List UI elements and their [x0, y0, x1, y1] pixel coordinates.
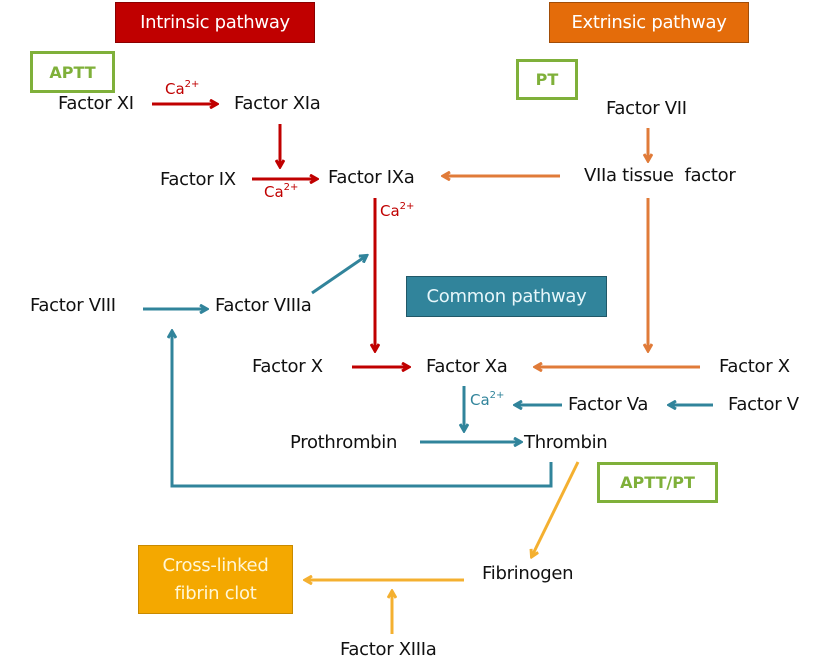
calcium-label-xi: Ca2+: [165, 79, 200, 98]
clot-label-line1: Cross-linked: [162, 554, 269, 576]
node-factor-xiiia: Factor XIIIa: [340, 639, 437, 660]
node-factor-xa: Factor Xa: [426, 356, 508, 377]
node-factor-ixa: Factor IXa: [328, 167, 415, 188]
cross-linked-fibrin-clot-box: Cross-linked fibrin clot: [138, 545, 293, 614]
calcium-label-xa: Ca2+: [470, 390, 505, 409]
intrinsic-pathway-header: Intrinsic pathway: [115, 2, 315, 43]
calcium-label-ix: Ca2+: [264, 182, 299, 201]
aptt-pt-tag: APTT/PT: [597, 462, 718, 503]
arrow-thrombin-feedback-to-viii: [172, 332, 553, 488]
node-factor-viiia: Factor VIIIa: [215, 295, 312, 316]
intrinsic-pathway-label: Intrinsic pathway: [140, 12, 290, 33]
arrow-viiia-to-ixa-reaction: [311, 256, 366, 295]
node-factor-xi: Factor XI: [58, 93, 134, 114]
node-factor-x-left: Factor X: [252, 356, 323, 377]
common-pathway-label: Common pathway: [426, 286, 587, 307]
node-factor-ix: Factor IX: [160, 169, 236, 190]
calcium-label-ixa: Ca2+: [380, 201, 415, 220]
arrow-thrombin-to-fibrinogen: [532, 461, 580, 556]
pt-tag: PT: [516, 59, 578, 100]
aptt-tag: APTT: [30, 51, 115, 93]
node-factor-viii: Factor VIII: [30, 295, 116, 316]
extrinsic-pathway-label: Extrinsic pathway: [571, 12, 727, 33]
clot-label-line2: fibrin clot: [174, 582, 257, 604]
node-viia-tissue-factor: VIIa tissue factor: [584, 165, 736, 186]
node-factor-x-right: Factor X: [719, 356, 790, 377]
node-factor-v: Factor V: [728, 394, 799, 415]
node-thrombin: Thrombin: [524, 432, 608, 453]
extrinsic-pathway-header: Extrinsic pathway: [549, 2, 749, 43]
pt-label: PT: [535, 70, 559, 89]
common-pathway-header: Common pathway: [406, 276, 607, 317]
node-factor-va: Factor Va: [568, 394, 649, 415]
node-factor-xia: Factor XIa: [234, 93, 321, 114]
node-fibrinogen: Fibrinogen: [482, 563, 574, 584]
aptt-label: APTT: [49, 62, 96, 82]
node-factor-vii: Factor VII: [606, 98, 687, 119]
node-prothrombin: Prothrombin: [290, 432, 398, 453]
aptt-pt-label: APTT/PT: [620, 473, 695, 492]
